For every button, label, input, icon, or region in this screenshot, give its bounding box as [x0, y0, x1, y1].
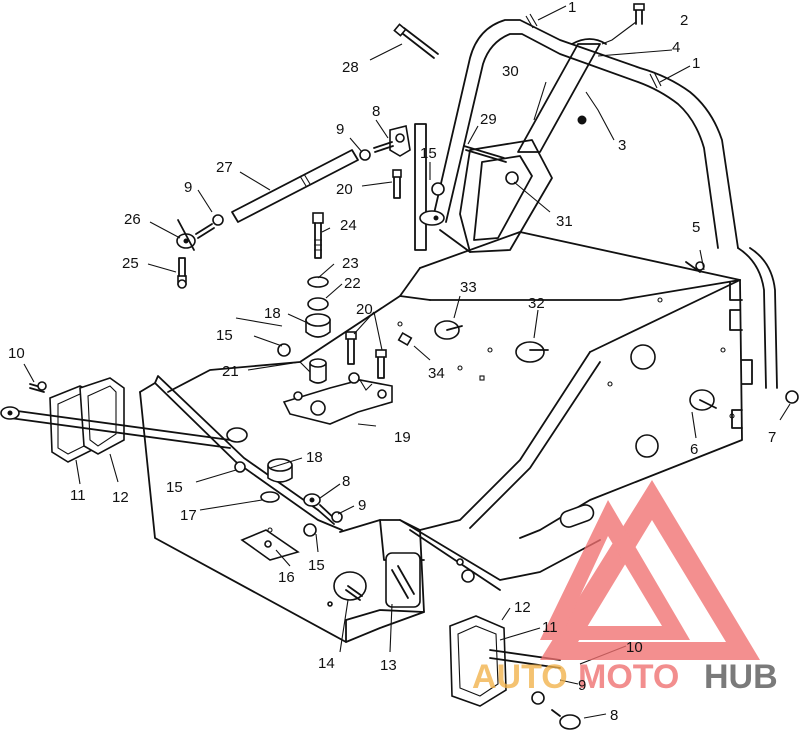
- callout-19: 19: [394, 429, 411, 446]
- tie-rod: [231, 149, 359, 223]
- callout-11a: 11: [70, 487, 86, 504]
- callout-3: 3: [618, 137, 626, 154]
- callout-23: 23: [342, 255, 359, 272]
- callout-34: 34: [428, 365, 445, 382]
- callout-15d: 15: [308, 557, 325, 574]
- flange-left: [0, 377, 248, 463]
- callout-21: 21: [222, 363, 239, 380]
- watermark-hub: HUB: [704, 658, 778, 696]
- bolts: [29, 3, 701, 393]
- callout-8b: 8: [342, 473, 350, 490]
- callout-30: 30: [502, 63, 519, 80]
- nuts: [37, 115, 799, 537]
- callout-26: 26: [124, 211, 141, 228]
- callout-12a: 12: [112, 489, 129, 506]
- callout-9b: 9: [184, 179, 192, 196]
- callout-5: 5: [692, 219, 700, 236]
- callout-29: 29: [480, 111, 497, 128]
- watermark-logo: AUTO MOTO HUB: [472, 480, 778, 696]
- callout-31: 31: [556, 213, 573, 230]
- rod-end-upper: [359, 125, 411, 161]
- callout-4: 4: [672, 39, 680, 56]
- steering-tube: [432, 13, 778, 389]
- callout-9c: 9: [358, 497, 366, 514]
- engine-mounts: [397, 320, 717, 411]
- leader-lines: [23, 5, 791, 719]
- callout-14: 14: [318, 655, 335, 672]
- callout-16: 16: [278, 569, 295, 586]
- upper-bracket: [414, 123, 445, 251]
- callout-25: 25: [122, 255, 139, 272]
- callout-15a: 15: [420, 145, 437, 162]
- watermark-triangle: [540, 480, 760, 660]
- callout-10b: 10: [626, 639, 643, 656]
- callouts: 1 1 2 3 4 5 6 7 8 8 8 9 9 9 9 10 10 11 1…: [8, 0, 776, 724]
- callout-1a: 1: [568, 0, 576, 16]
- callout-33: 33: [460, 279, 477, 296]
- lower-bracket: [240, 529, 367, 607]
- callout-6: 6: [690, 441, 698, 458]
- callout-9d: 9: [578, 677, 586, 694]
- callout-12b: 12: [514, 599, 531, 616]
- callout-1b: 1: [692, 55, 700, 72]
- base-plate: [282, 372, 393, 425]
- callout-18a: 18: [264, 305, 281, 322]
- callout-11b: 11: [542, 619, 558, 636]
- watermark-auto: AUTO: [472, 658, 568, 696]
- callout-10a: 10: [8, 345, 25, 362]
- callout-24: 24: [340, 217, 357, 234]
- callout-20b: 20: [356, 301, 373, 318]
- watermark-moto: MOTO: [578, 658, 679, 696]
- callout-8a: 8: [372, 103, 380, 120]
- rod-end-lower: [303, 493, 343, 525]
- frame: [139, 231, 753, 643]
- callout-2: 2: [680, 12, 688, 29]
- flange-right: [449, 615, 581, 730]
- callout-9a: 9: [336, 121, 344, 138]
- rod-end-left: [176, 214, 224, 251]
- callout-28: 28: [342, 59, 359, 76]
- callout-32: 32: [528, 295, 545, 312]
- callout-8c: 8: [610, 707, 618, 724]
- steering-column: [439, 38, 607, 253]
- callout-15c: 15: [166, 479, 183, 496]
- callout-27: 27: [216, 159, 233, 176]
- callout-15b: 15: [216, 327, 233, 344]
- callout-7: 7: [768, 429, 776, 446]
- callout-20a: 20: [336, 181, 353, 198]
- callout-17: 17: [180, 507, 197, 524]
- callout-13: 13: [380, 657, 397, 674]
- callout-18b: 18: [306, 449, 323, 466]
- callout-22: 22: [344, 275, 361, 292]
